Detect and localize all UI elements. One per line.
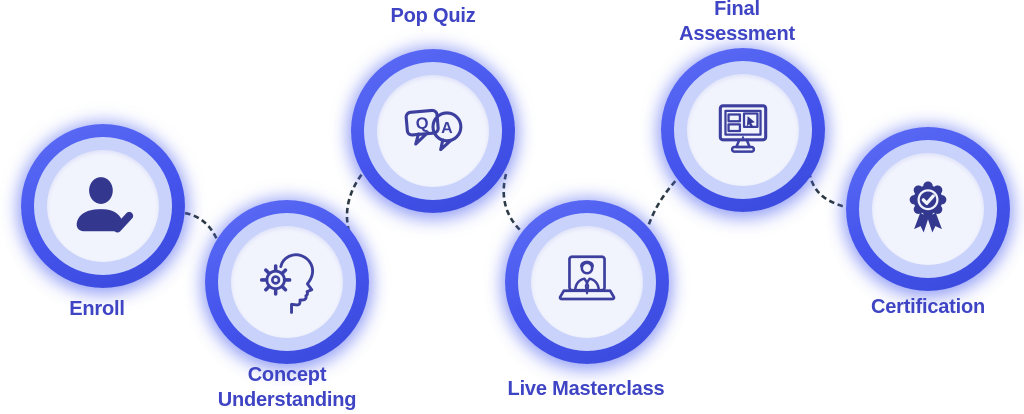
step-node-final-assessment <box>661 48 825 212</box>
step-label-enroll: Enroll <box>69 298 125 320</box>
step-label-pop-quiz: Pop Quiz <box>390 5 476 27</box>
step-label-live-masterclass: Live Masterclass <box>507 378 665 400</box>
connector-2-3 <box>345 167 368 241</box>
ring-inner <box>231 226 343 338</box>
monitor-cursor-icon <box>718 104 768 153</box>
presenter-laptop-icon <box>558 255 616 301</box>
step-label-certification: Certification <box>870 296 986 318</box>
ring-mid <box>34 137 172 275</box>
ring-mid <box>674 61 812 199</box>
step-node-concept-understanding <box>205 200 369 364</box>
ring-inner <box>872 153 984 265</box>
step-label-concept-understanding: Concept Understanding <box>217 364 357 411</box>
ring-mid <box>518 213 656 351</box>
head-gear-icon <box>259 253 315 314</box>
ring-mid: Q A <box>364 62 502 200</box>
letter-q: Q <box>415 114 430 133</box>
ring-inner <box>47 150 159 262</box>
ring-mid <box>859 140 997 278</box>
step-label-final-assessment: Final Assessment <box>679 0 795 45</box>
step-node-live-masterclass <box>505 200 669 364</box>
ring-inner <box>531 226 643 338</box>
connector-1-2 <box>175 210 222 248</box>
person-check-icon <box>76 177 134 233</box>
ring-inner: Q A <box>377 75 489 187</box>
qa-speech-bubbles-icon: Q A <box>404 108 463 152</box>
ring-mid <box>218 213 356 351</box>
ring-inner <box>687 74 799 186</box>
letter-a: A <box>441 120 453 137</box>
connector-5-6 <box>806 162 850 210</box>
step-node-enroll <box>21 124 185 288</box>
step-node-certification <box>846 127 1010 291</box>
step-node-pop-quiz: Q A <box>351 49 515 213</box>
award-ribbon-icon <box>909 181 947 233</box>
